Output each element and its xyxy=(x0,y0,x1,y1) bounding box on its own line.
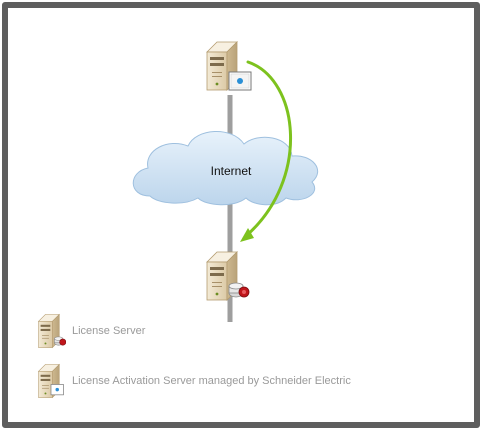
license-badge-icon xyxy=(228,282,250,298)
license-server-icon xyxy=(38,314,66,348)
certificate-icon xyxy=(228,71,252,91)
legend-label: License Server xyxy=(72,325,146,337)
internet-label: Internet xyxy=(210,164,252,178)
activation-server-icon xyxy=(38,364,64,398)
activation-server-icon xyxy=(206,41,252,91)
legend-item-license-server: License Server xyxy=(36,313,145,349)
activation-arrow xyxy=(240,60,292,242)
legend-item-activation-server: License Activation Server managed by Sch… xyxy=(36,363,351,399)
legend-label: License Activation Server managed by Sch… xyxy=(72,375,351,387)
license-server-icon xyxy=(206,251,250,301)
internet-cloud xyxy=(132,131,319,206)
